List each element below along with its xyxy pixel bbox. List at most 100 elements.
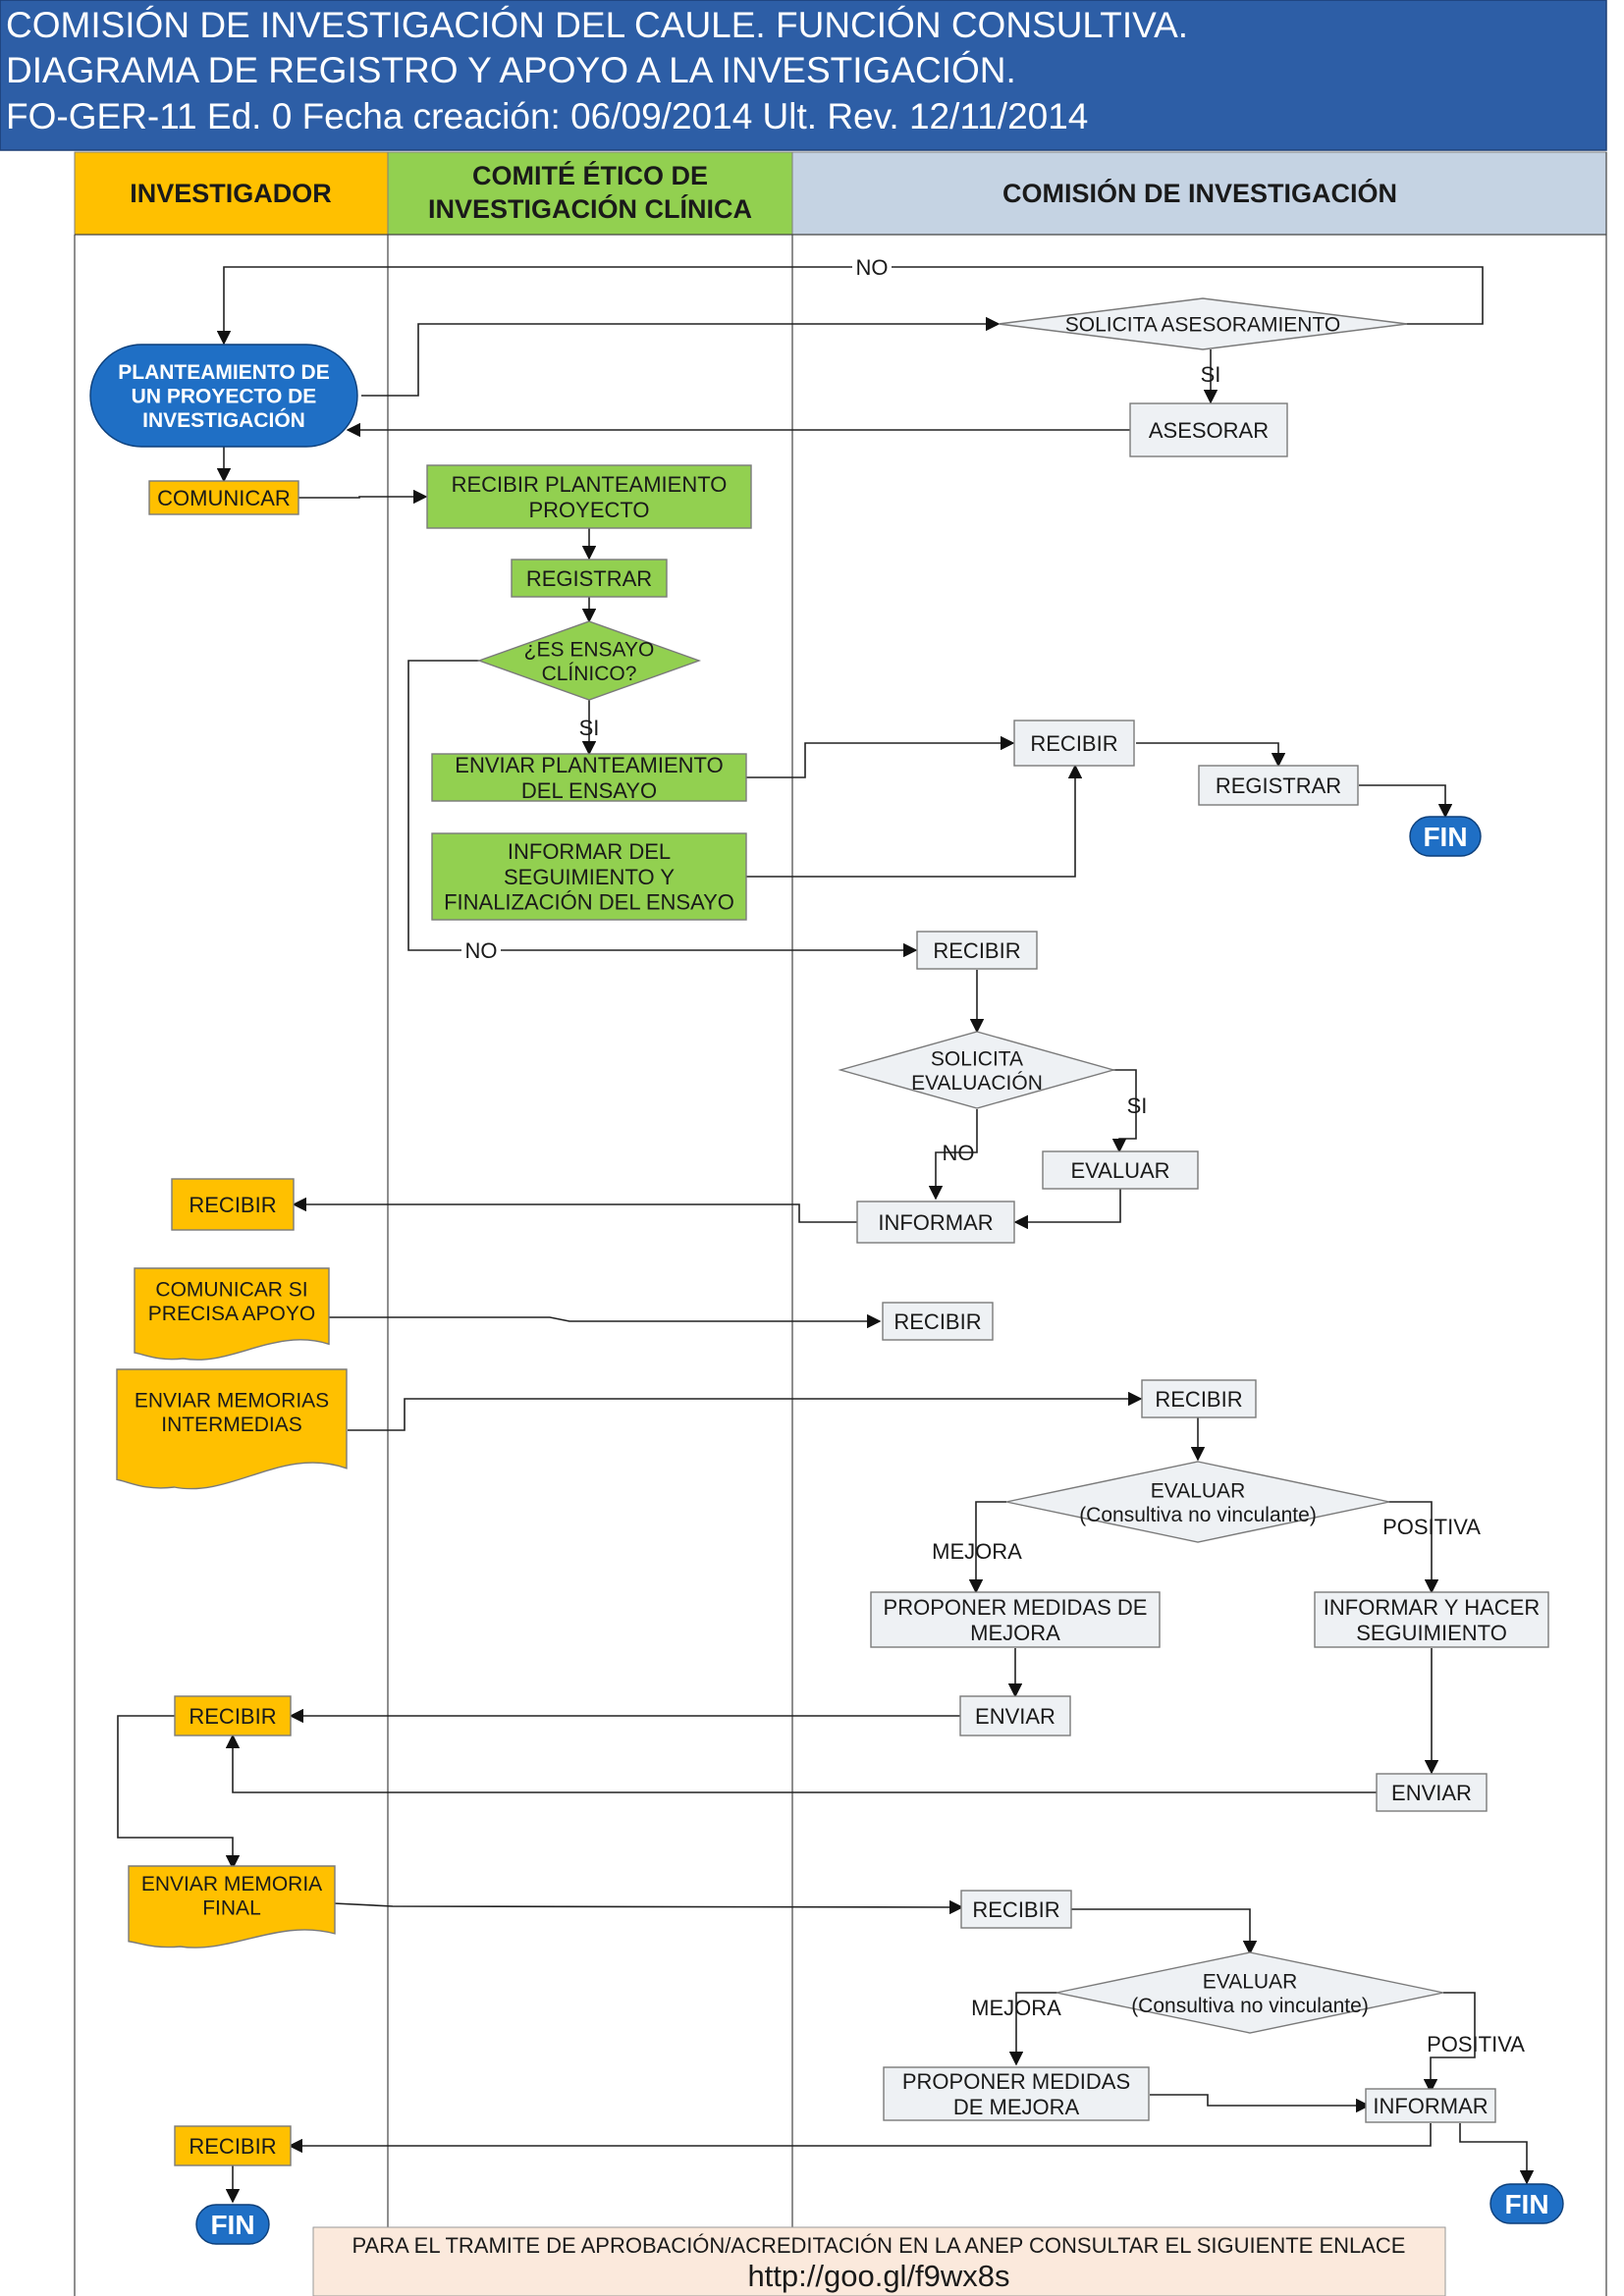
process-box xyxy=(511,559,668,598)
node-label: ENVIAR PLANTEAMIENTO xyxy=(455,753,723,777)
process-box xyxy=(916,931,1038,970)
process-box xyxy=(1141,1379,1257,1418)
node-asesorar: ASESORAR xyxy=(1129,402,1288,457)
process-box xyxy=(1365,2088,1496,2123)
node-label: RECIBIR PLANTEAMIENTO xyxy=(452,472,728,497)
process-box xyxy=(1198,765,1359,806)
node-label: RECIBIR xyxy=(189,1704,276,1729)
node-label: DEL ENSAYO xyxy=(521,778,657,803)
swimlane-dividers xyxy=(74,152,1607,2296)
process-box xyxy=(431,832,747,921)
node-label: DE MEJORA xyxy=(953,2095,1080,2119)
node-label: ENVIAR MEMORIAS xyxy=(135,1389,329,1412)
node-label: PLANTEAMIENTO DE xyxy=(118,361,329,384)
process-box xyxy=(174,2125,292,2166)
edge-planteamiento-asesoramiento xyxy=(361,316,1001,397)
node-label: RECIBIR xyxy=(933,938,1020,963)
edge-apoyo-recibir3 xyxy=(328,1313,882,1329)
node-label: INVESTIGACIÓN xyxy=(142,408,305,432)
process-box xyxy=(1314,1591,1549,1648)
process-box xyxy=(882,1302,994,1341)
decision-diamond xyxy=(998,297,1408,350)
edge-evaluacion-no xyxy=(928,1109,978,1201)
header-background xyxy=(0,0,1607,151)
edge-informar-recibirinv1 xyxy=(292,1197,857,1223)
node-label: FIN xyxy=(1504,2189,1548,2219)
label-bg xyxy=(461,938,501,962)
node-label: ENVIAR MEMORIA xyxy=(141,1873,322,1896)
process-box xyxy=(1376,1773,1488,1812)
edge-label-no: NO xyxy=(943,1141,975,1165)
edge-label-si: SI xyxy=(1127,1094,1148,1118)
label-bg xyxy=(852,254,892,280)
node-label: REGISTRAR xyxy=(1216,774,1341,798)
process-box xyxy=(1042,1150,1199,1190)
edge-registrar-fin1 xyxy=(1359,784,1453,819)
node-label: FINAL xyxy=(202,1896,261,1919)
edge-enviar-recibir1 xyxy=(746,735,1015,778)
node-recibir-inv-1: RECIBIR xyxy=(171,1178,295,1231)
edge-recibir1-registrar xyxy=(1136,742,1286,768)
footer-link[interactable]: http://goo.gl/f9wx8s xyxy=(747,2259,1009,2293)
node-label: UN PROYECTO DE xyxy=(132,386,317,408)
node-label: PRECISA APOYO xyxy=(148,1303,315,1325)
process-box xyxy=(856,1201,1015,1244)
node-fin-3: FIN xyxy=(1489,2183,1564,2224)
start-terminator xyxy=(89,344,358,448)
node-label: INFORMAR xyxy=(1373,2094,1488,2118)
edge-label-positiva: POSITIVA xyxy=(1427,2032,1525,2056)
decision-diamond xyxy=(838,1031,1116,1109)
node-label: EVALUACIÓN xyxy=(911,1072,1043,1095)
process-box xyxy=(171,1178,295,1231)
document-shape xyxy=(128,1865,336,1949)
decision-diamond xyxy=(476,620,702,701)
lane-title-comision: COMISIÓN DE INVESTIGACIÓN xyxy=(1002,178,1397,208)
decision-diamond xyxy=(1005,1461,1390,1543)
node-label: EVALUAR xyxy=(1070,1158,1169,1183)
edge-label-mejora: MEJORA xyxy=(932,1539,1022,1564)
edge-evaluar2-mejora xyxy=(1008,1992,1057,2066)
node-registrar-com: REGISTRAR xyxy=(1198,765,1359,806)
node-label: SEGUIMIENTO xyxy=(1356,1621,1507,1645)
node-recibir-inv-3: RECIBIR xyxy=(174,2125,292,2166)
edge-esensayo-no xyxy=(407,660,918,958)
edge-comunicar-recibir xyxy=(298,489,428,505)
process-box xyxy=(148,480,299,515)
node-comunicar: COMUNICAR xyxy=(148,480,299,515)
node-recibir-2: RECIBIR xyxy=(916,931,1038,970)
node-label: COMUNICAR xyxy=(157,486,291,510)
node-informar-2: INFORMAR xyxy=(1365,2088,1496,2123)
node-label: EVALUAR xyxy=(1151,1479,1245,1502)
edge-recibir5-evaluar2 xyxy=(1071,1908,1258,1955)
edge-informar2-fin3 xyxy=(1459,2123,1535,2185)
node-label: INTERMEDIAS xyxy=(161,1414,302,1436)
edge-proponer2-informar2 xyxy=(1150,2094,1371,2113)
node-registrar-ceic: REGISTRAR xyxy=(511,559,668,598)
header-form-info: FO-GER-11 Ed. 0 Fecha creación: 06/09/20… xyxy=(6,96,1088,136)
footer-background xyxy=(312,2226,1446,2296)
edge-label-mejora: MEJORA xyxy=(971,1996,1061,2020)
node-solicita-asesoramiento: SOLICITA ASESORAMIENTO xyxy=(998,297,1408,350)
document-shape xyxy=(116,1368,348,1490)
edge-label-si: SI xyxy=(1201,362,1221,387)
node-label: SOLICITA ASESORAMIENTO xyxy=(1065,314,1340,337)
node-label: INFORMAR Y HACER xyxy=(1324,1595,1540,1620)
node-label: COMUNICAR SI xyxy=(155,1278,307,1301)
edge-evaluacion-si xyxy=(1111,1069,1137,1153)
node-recibir-5: RECIBIR xyxy=(960,1890,1072,1929)
node-fin-1: FIN xyxy=(1409,816,1482,857)
node-evaluar-consultiva-1: EVALUAR(Consultiva no vinculante) xyxy=(1005,1461,1390,1543)
lane-title-ceic-line1: COMITÉ ÉTICO DE xyxy=(472,160,708,190)
lane-title-investigador: INVESTIGADOR xyxy=(130,179,332,208)
node-recibir-inv-2: RECIBIR xyxy=(174,1695,292,1736)
end-terminator xyxy=(195,2204,270,2245)
node-label: ENVIAR xyxy=(975,1704,1056,1729)
node-evaluar-consultiva-2: EVALUAR(Consultiva no vinculante) xyxy=(1056,1951,1444,2034)
